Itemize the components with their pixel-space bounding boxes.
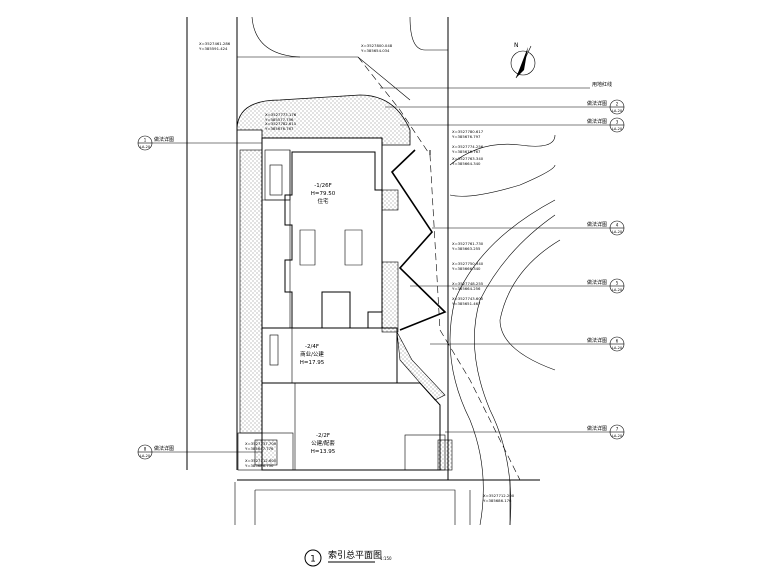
building-3-floor: -2/2F bbox=[316, 433, 330, 439]
zigzag-wall bbox=[390, 149, 447, 331]
coord-y: Y=385577.756 bbox=[265, 117, 294, 122]
building-podium-low bbox=[237, 382, 446, 471]
section-callout-label: 做法详图 bbox=[587, 425, 607, 432]
section-callouts: 1LA-20做法详图2LA-20做法详图3LA-20做法详图4LA-20做法详图… bbox=[137, 99, 625, 460]
coord-y: Y=385654.034 bbox=[361, 48, 390, 53]
section-callout-sheet: LA-20 bbox=[612, 127, 623, 131]
building-labels: -1/26F H=79.50 住宅 -2/4F 商业/公建 H=17.95 -2… bbox=[300, 183, 336, 455]
coord-y: Y=385686.750 bbox=[245, 463, 274, 468]
section-callout-ref: 2 bbox=[616, 102, 619, 107]
coord-x: X=3527782.615 bbox=[265, 121, 297, 126]
coord-x: X=3527737.700 bbox=[245, 441, 277, 446]
coord-x: X=3527743.600 bbox=[452, 296, 484, 301]
coord-y: Y=385663.255 bbox=[452, 246, 481, 251]
section-callout-label: 做法详图 bbox=[587, 221, 607, 228]
coord-y: Y=385664.340 bbox=[452, 161, 481, 166]
drawing-title: 1 索引总平面图 1:150 bbox=[304, 549, 392, 567]
title-number: 1 bbox=[310, 555, 316, 565]
section-callout[interactable]: 2LA-20 做法详图 bbox=[385, 99, 625, 115]
svg-text:N: N bbox=[514, 42, 519, 49]
building-1-name: 住宅 bbox=[317, 197, 329, 205]
section-callout-ref: 7 bbox=[616, 427, 619, 432]
section-callout-ref: 8 bbox=[144, 447, 147, 452]
section-callout-ref: 6 bbox=[616, 339, 619, 344]
building-3-name: 公建/配套 bbox=[311, 439, 335, 447]
coord-y: Y=385651.467 bbox=[452, 301, 481, 306]
coord-x: X=3527761.730 bbox=[452, 241, 484, 246]
section-callout-sheet: LA-20 bbox=[140, 454, 151, 458]
building-3-elev: H=13.95 bbox=[311, 449, 336, 455]
section-callout[interactable]: 7LA-20 做法详图 bbox=[445, 424, 625, 440]
coordinate-labels: X=3527461.286Y=385591.424X=3527800.048Y=… bbox=[199, 41, 515, 503]
section-callout-sheet: LA-20 bbox=[612, 288, 623, 292]
coord-y: Y=385676.797 bbox=[452, 134, 481, 139]
section-callout-label: 做法详图 bbox=[587, 118, 607, 125]
section-callout-ref: 4 bbox=[616, 223, 619, 228]
north-arrow-icon: N bbox=[510, 42, 536, 79]
building-2-floor: -2/4F bbox=[305, 344, 319, 350]
coord-y: Y=385591.424 bbox=[199, 46, 228, 51]
building-2-name: 商业/公建 bbox=[300, 350, 324, 358]
section-callout-label: 做法详图 bbox=[154, 445, 174, 452]
coord-x: X=3527773.176 bbox=[265, 112, 297, 117]
section-callout-ref: 5 bbox=[616, 281, 619, 286]
building-2-elev: H=17.95 bbox=[300, 360, 325, 366]
section-callout[interactable]: 4LA-20 做法详图 bbox=[432, 220, 625, 236]
section-callout[interactable]: 6LA-20 做法详图 bbox=[430, 336, 625, 352]
section-callout[interactable]: 5LA-20 做法详图 bbox=[410, 278, 625, 294]
property-line bbox=[237, 56, 521, 481]
building-podium-mid bbox=[261, 327, 398, 384]
right-roads bbox=[449, 134, 561, 526]
coord-x: X=3527800.048 bbox=[361, 43, 393, 48]
road-label: 用地红线 bbox=[592, 81, 612, 88]
section-callout-label: 做法详图 bbox=[587, 337, 607, 344]
building-tower bbox=[261, 137, 383, 329]
coord-y: Y=385676.767 bbox=[452, 149, 481, 154]
coord-x: X=3527748.255 bbox=[452, 281, 484, 286]
section-callout-label: 做法详图 bbox=[154, 136, 174, 143]
section-callout-sheet: LA-20 bbox=[612, 230, 623, 234]
building-1-elev: H=79.50 bbox=[311, 191, 336, 197]
coord-x: X=3527461.286 bbox=[199, 41, 231, 46]
section-callout-sheet: LA-20 bbox=[612, 109, 623, 113]
coord-x: X=3527780.617 bbox=[452, 129, 484, 134]
section-callout-sheet: LA-20 bbox=[612, 434, 623, 438]
planting-areas bbox=[236, 94, 453, 471]
coord-x: X=3527712.200 bbox=[483, 493, 515, 498]
section-callout-sheet: LA-20 bbox=[612, 346, 623, 350]
section-callout-sheet: LA-20 bbox=[140, 145, 151, 149]
title-text: 索引总平面图 bbox=[328, 549, 382, 561]
section-callout-ref: 3 bbox=[616, 120, 619, 125]
section-callout-label: 做法详图 bbox=[587, 279, 607, 286]
coord-y: Y=385666.340 bbox=[452, 266, 481, 271]
building-1-floor: -1/26F bbox=[314, 183, 332, 189]
section-callout-ref: 1 bbox=[144, 138, 147, 143]
coord-x: X=3527712.600 bbox=[245, 458, 277, 463]
section-callout[interactable]: 3LA-20 做法详图 bbox=[400, 117, 625, 133]
coord-x: X=3527774.256 bbox=[452, 144, 484, 149]
title-scale: 1:150 bbox=[380, 556, 392, 561]
coord-y: Y=385647.776 bbox=[245, 446, 274, 451]
coord-y: Y=385664.256 bbox=[452, 286, 481, 291]
coord-y: Y=385686.176 bbox=[483, 498, 512, 503]
section-callout-label: 做法详图 bbox=[587, 100, 607, 107]
coord-x: X=3527750.340 bbox=[452, 261, 484, 266]
coord-x: X=3527763.340 bbox=[452, 156, 484, 161]
coord-y: Y=385676.767 bbox=[265, 126, 294, 131]
